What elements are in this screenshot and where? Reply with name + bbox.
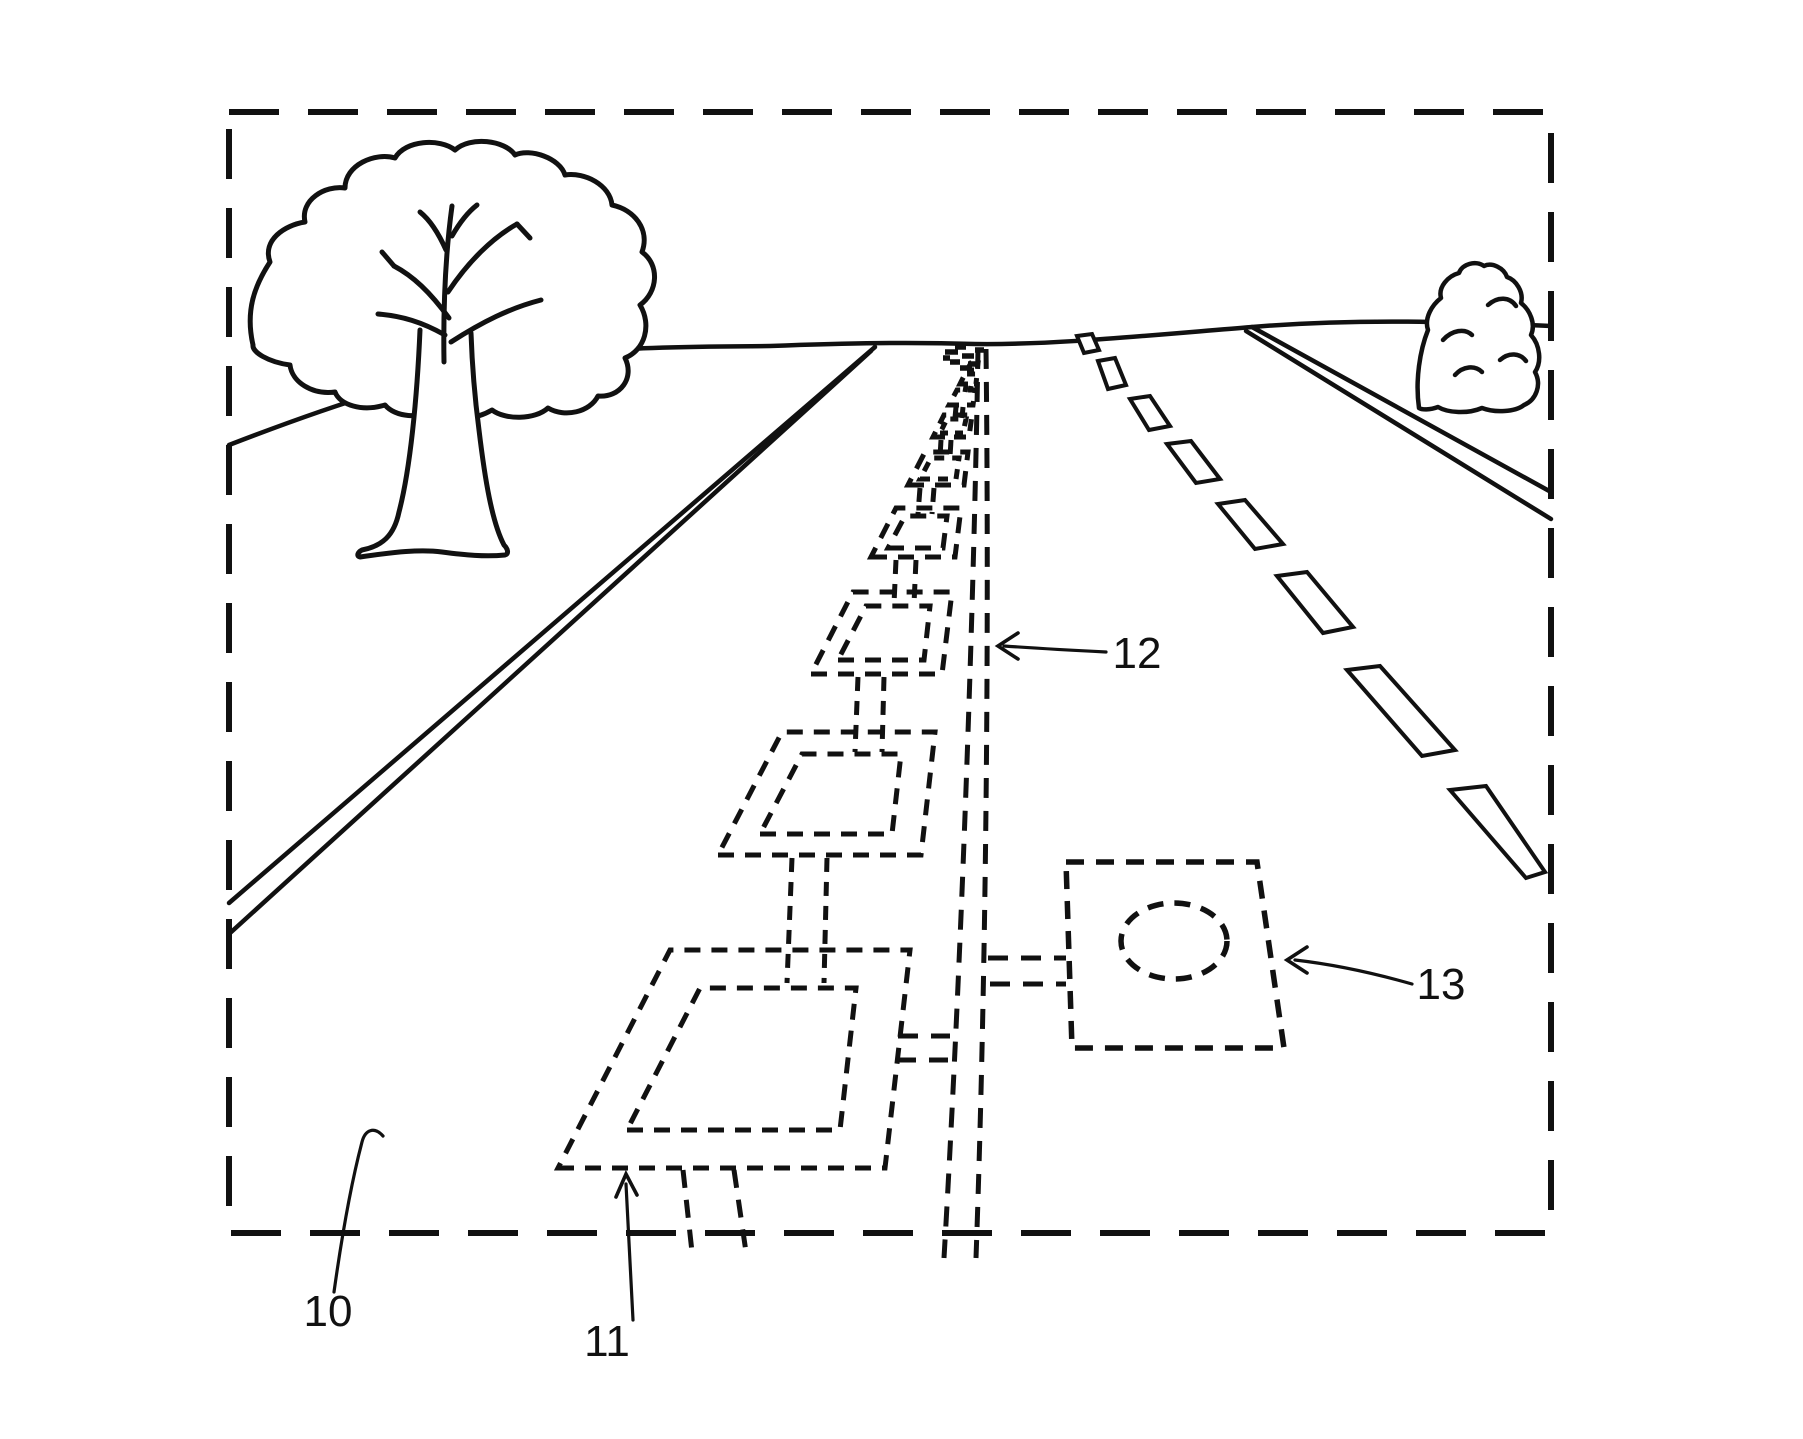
tree-branch xyxy=(445,221,520,295)
annotation-10: 10 xyxy=(304,1128,385,1336)
leader-line-12 xyxy=(1002,644,1108,654)
tree-branch xyxy=(417,209,449,253)
lane-stripe xyxy=(1163,438,1224,486)
ref-label-12: 12 xyxy=(1113,629,1162,678)
coil-feed-lines xyxy=(680,1169,749,1253)
bush-texture xyxy=(1440,328,1475,343)
road-edge-right-outer xyxy=(1243,328,1554,522)
lane-stripe xyxy=(1273,569,1357,636)
roadside-unit-circle xyxy=(1118,900,1230,982)
coil-inner xyxy=(833,603,933,663)
roadside-unit xyxy=(1063,859,1288,1051)
annotations: 10 11 12 13 xyxy=(304,629,1466,1366)
coil-outer xyxy=(955,371,980,387)
coil-connector xyxy=(821,857,830,984)
coil-connector xyxy=(891,559,899,605)
roadside-unit-box xyxy=(1063,859,1288,1051)
frame-border xyxy=(226,109,1554,1236)
leader-line-13 xyxy=(1293,958,1414,986)
coil-feed-line xyxy=(680,1169,695,1253)
leader-line-11 xyxy=(624,1182,635,1322)
road-edge-left-inner xyxy=(226,348,874,937)
road-edge-left-outer xyxy=(226,344,878,906)
buried-cable xyxy=(896,348,1066,1259)
lane-stripe xyxy=(1343,663,1459,759)
coil-connectors xyxy=(784,385,974,984)
annotation-13: 13 xyxy=(1283,945,1466,1009)
cable-dashed-line-left xyxy=(941,348,981,1259)
bush-texture xyxy=(1452,365,1485,378)
lane-stripe xyxy=(1074,331,1102,356)
cable-dashed-line-right xyxy=(973,348,990,1259)
tree-branch xyxy=(449,202,480,239)
coil-outer xyxy=(806,589,955,677)
leader-line-10 xyxy=(332,1128,385,1294)
coil-connector xyxy=(911,559,919,605)
tree-canopy xyxy=(247,138,657,421)
coil-connector xyxy=(852,676,861,753)
tree-branches xyxy=(375,202,544,365)
arrowhead-11 xyxy=(614,1169,639,1199)
induction-coil-chain xyxy=(553,344,984,1253)
road-edges xyxy=(226,324,1554,937)
coil-feed-line xyxy=(731,1169,749,1253)
tree-branch xyxy=(379,249,397,269)
coil-inner xyxy=(883,513,950,551)
lane-stripe xyxy=(1446,783,1549,881)
ref-label-10: 10 xyxy=(304,1287,353,1336)
frame-border-rect xyxy=(226,109,1554,1236)
coil-outer xyxy=(713,729,938,858)
coil-inner xyxy=(935,416,970,436)
bush-outline xyxy=(1415,260,1542,415)
coil-inner xyxy=(622,985,859,1133)
annotation-11: 11 xyxy=(584,1169,639,1366)
coil-outer xyxy=(866,505,964,560)
coil-connector xyxy=(784,857,795,984)
ref-label-11: 11 xyxy=(584,1317,630,1366)
coil-connector xyxy=(967,385,974,393)
tree-branch xyxy=(441,203,455,365)
bush-texture xyxy=(1485,296,1519,309)
coil-connector xyxy=(879,676,887,753)
coil-outer xyxy=(944,387,978,408)
lane-stripe xyxy=(1214,497,1287,552)
tree-branch xyxy=(448,297,544,345)
coil-outer xyxy=(553,947,913,1171)
tree-branch xyxy=(391,263,452,321)
lane-stripe xyxy=(1095,355,1129,392)
coil-connector xyxy=(962,385,969,393)
bush xyxy=(1415,260,1542,415)
coil-connector xyxy=(929,487,937,515)
coil-connector xyxy=(952,406,959,419)
coil-connector xyxy=(947,439,954,458)
lane-stripe xyxy=(1126,393,1174,433)
coil-chain-vanishing-dashes xyxy=(943,344,984,371)
coil-inner xyxy=(915,455,962,482)
road-edge-right-inner xyxy=(1249,324,1554,495)
coil-outer xyxy=(903,449,971,488)
coil-connector xyxy=(937,439,944,458)
annotation-12: 12 xyxy=(994,629,1162,678)
bush-texture xyxy=(1497,352,1529,364)
arrowhead-12 xyxy=(994,631,1020,661)
tree xyxy=(247,138,657,560)
coil-connector xyxy=(959,406,966,419)
ref-label-13: 13 xyxy=(1417,960,1466,1009)
tree-branch xyxy=(514,221,533,241)
tree-branch xyxy=(375,311,448,338)
coil-connector xyxy=(915,487,923,515)
lane-stripes xyxy=(1074,331,1549,881)
arrowhead-13 xyxy=(1283,945,1309,975)
coil-inner xyxy=(755,751,904,837)
coil-outer xyxy=(928,412,975,440)
tree-trunk xyxy=(355,327,510,560)
